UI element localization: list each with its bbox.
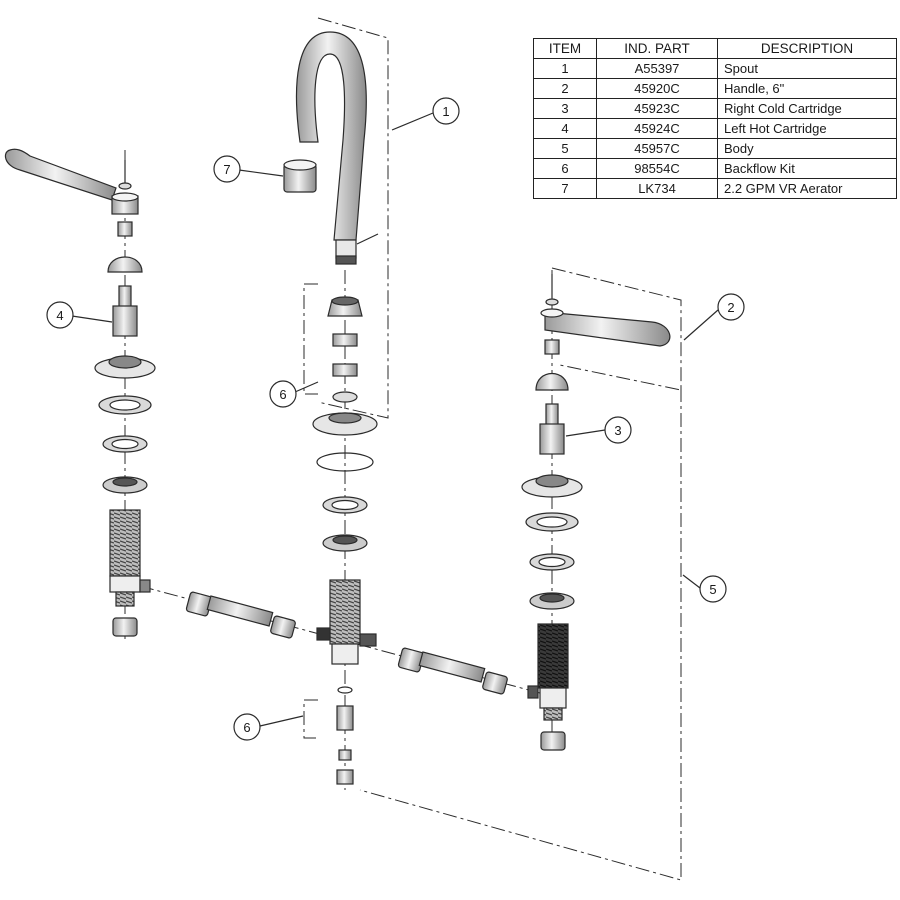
header-part: IND. PART (596, 38, 718, 59)
spout (295, 31, 379, 265)
svg-text:2: 2 (727, 300, 734, 315)
cell-item: 5 (533, 138, 597, 159)
left-valve-stack (4, 148, 156, 637)
cell-part: 45923C (596, 98, 718, 119)
table-row: 3 45923C Right Cold Cartridge (533, 98, 897, 119)
center-body-stack (312, 296, 378, 785)
cell-part: 45920C (596, 78, 718, 99)
table-row: 5 45957C Body (533, 138, 897, 159)
cell-item: 3 (533, 98, 597, 119)
callout-2: 2 (717, 293, 745, 321)
table-row: 6 98554C Backflow Kit (533, 158, 897, 179)
callout-4: 4 (46, 301, 74, 329)
cell-item: 1 (533, 58, 597, 79)
header-description: DESCRIPTION (717, 38, 897, 59)
cell-part: 98554C (596, 158, 718, 179)
svg-text:6: 6 (243, 720, 250, 735)
svg-text:5: 5 (709, 582, 716, 597)
svg-text:4: 4 (56, 308, 63, 323)
table-row: 2 45920C Handle, 6" (533, 78, 897, 99)
cell-part: 45924C (596, 118, 718, 139)
callout-6-upper: 6 (269, 380, 297, 408)
supply-hoses (185, 591, 508, 695)
cell-part: 45957C (596, 138, 718, 159)
aerator (283, 159, 317, 193)
header-item: ITEM (533, 38, 597, 59)
callout-7: 7 (213, 155, 241, 183)
cell-part: LK734 (596, 178, 718, 199)
cell-item: 4 (533, 118, 597, 139)
table-row: 1 A55397 Spout (533, 58, 897, 79)
cell-item: 7 (533, 178, 597, 199)
svg-text:7: 7 (223, 162, 230, 177)
parts-table: ITEM IND. PART DESCRIPTION 1 A55397 Spou… (533, 38, 897, 199)
svg-text:3: 3 (614, 423, 621, 438)
cell-description: 2.2 GPM VR Aerator (717, 178, 897, 199)
table-row: 4 45924C Left Hot Cartridge (533, 118, 897, 139)
cell-part: A55397 (596, 58, 718, 79)
right-valve-stack (521, 274, 671, 751)
cell-description: Right Cold Cartridge (717, 98, 897, 119)
cell-description: Handle, 6" (717, 78, 897, 99)
callout-1: 1 (432, 97, 460, 125)
svg-text:6: 6 (279, 387, 286, 402)
cell-description: Backflow Kit (717, 158, 897, 179)
table-row: 7 LK734 2.2 GPM VR Aerator (533, 178, 897, 199)
leader-lines (71, 112, 719, 727)
svg-text:1: 1 (442, 104, 449, 119)
cell-description: Left Hot Cartridge (717, 118, 897, 139)
callout-5: 5 (699, 575, 727, 603)
callout-6-lower: 6 (233, 713, 261, 741)
cell-description: Spout (717, 58, 897, 79)
callout-3: 3 (604, 416, 632, 444)
cell-description: Body (717, 138, 897, 159)
parts-table-header: ITEM IND. PART DESCRIPTION (533, 38, 897, 59)
cell-item: 2 (533, 78, 597, 99)
cell-item: 6 (533, 158, 597, 179)
